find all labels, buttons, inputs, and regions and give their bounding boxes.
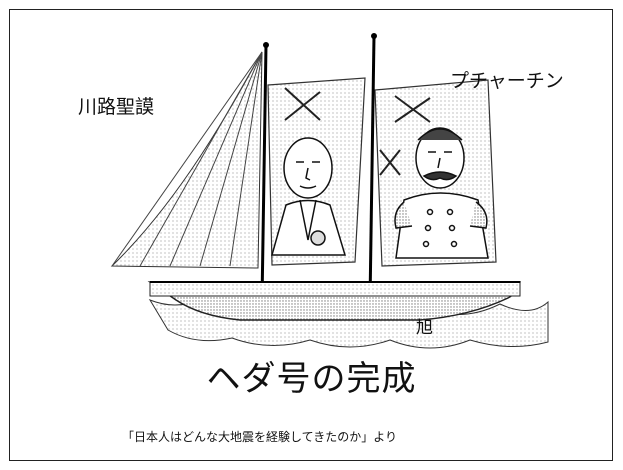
right-figure-name: プチャーチン [450, 70, 564, 92]
source-note: 「日本人はどんな大地震を経験してきたのか」より [122, 430, 398, 444]
ship-name-label: 旭 [416, 318, 433, 338]
left-mast [260, 44, 268, 303]
right-mast [368, 35, 376, 303]
slide-caption: ヘダ号の完成 [206, 359, 417, 399]
portrait-kawaji [271, 137, 347, 256]
left-figure-name: 川路聖謨 [78, 96, 155, 118]
portrait-putyatin [394, 127, 489, 259]
